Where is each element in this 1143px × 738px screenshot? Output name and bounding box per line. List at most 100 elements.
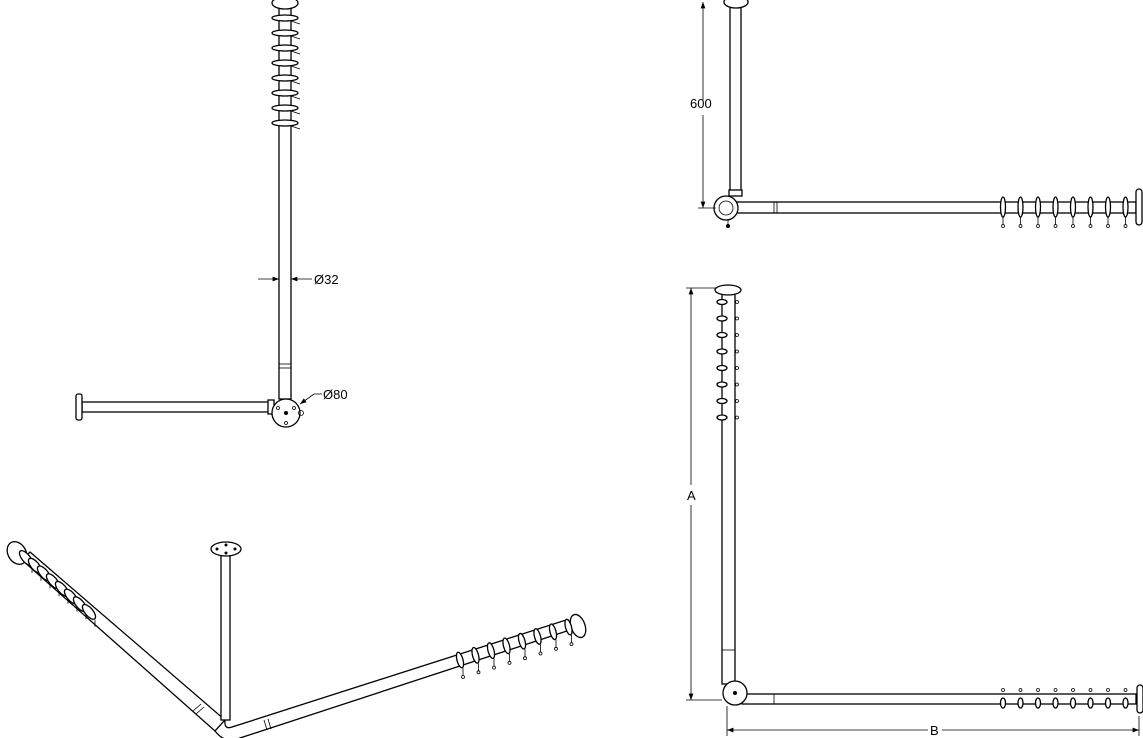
ring-hook (1036, 688, 1040, 692)
curtain-ring (502, 637, 511, 655)
ring-hook-end (492, 665, 496, 670)
curtain-ring (455, 651, 465, 669)
ceiling-flange (271, 0, 299, 10)
curtain-ring (716, 397, 728, 405)
ring-hook (290, 65, 301, 70)
curtain-ring (471, 646, 480, 664)
curtain-rings (271, 14, 301, 130)
curtain-ring (1087, 697, 1094, 709)
curtain-ring (716, 331, 728, 339)
ring-hook-end (1106, 224, 1110, 228)
curtain-ring (271, 89, 299, 97)
ring-hook-end (1018, 224, 1023, 228)
curtain-ring (271, 104, 299, 112)
wall-flange (714, 284, 742, 296)
height-label: 600 (690, 96, 712, 111)
curtain-rings-vertical (716, 298, 739, 421)
ring-hook-end (523, 656, 527, 661)
curtain-ring (716, 414, 728, 421)
ring-hook (290, 50, 301, 55)
ring-hook-end (554, 646, 558, 651)
wall-flange (1135, 188, 1143, 226)
ring-hook-end (1001, 224, 1005, 228)
vertical-pipe (729, 3, 742, 193)
curtain-ring (1052, 697, 1059, 709)
curtain-ring (999, 196, 1007, 218)
curtain-ring (716, 364, 728, 372)
curtain-ring (271, 44, 299, 52)
ring-hook (290, 20, 301, 25)
curtain-ring (1034, 196, 1042, 218)
ceiling-flange (210, 541, 242, 557)
ring-hook (1106, 688, 1110, 692)
ring-hook (735, 366, 739, 370)
curtain-ring (716, 348, 728, 355)
ring-hook (735, 300, 739, 304)
ring-hook (1053, 688, 1058, 692)
curtain-ring (271, 14, 299, 22)
curtain-ring (999, 697, 1007, 709)
curtain-ring (716, 298, 728, 306)
ceiling-flange (723, 0, 749, 9)
curtain-ring (1069, 196, 1077, 218)
ring-hook (735, 333, 739, 337)
curtain-ring (564, 618, 573, 636)
curtain-ring (271, 59, 299, 67)
ring-hook (290, 110, 301, 115)
curtain-rings (18, 549, 574, 679)
curtain-ring (517, 632, 527, 650)
ring-hook (735, 415, 739, 420)
ring-hook-end (538, 651, 543, 656)
ring-hook-end (1088, 224, 1093, 228)
ring-hook-end (507, 661, 512, 665)
ring-hook-end (461, 675, 465, 679)
curtain-ring (271, 119, 299, 127)
curtain-ring (1034, 697, 1042, 709)
wall-flange (1136, 684, 1143, 714)
top-right-view: 600 (690, 0, 1143, 228)
curtain-ring (548, 623, 558, 641)
dimension-a-label: A (687, 488, 696, 503)
ring-hook (735, 316, 739, 321)
curtain-ring (1122, 697, 1129, 709)
curtain-ring (81, 603, 97, 620)
ring-hook (290, 125, 301, 130)
curtain-ring (1104, 697, 1112, 709)
curtain-ring (271, 29, 299, 37)
curtain-rings-horizontal (999, 688, 1129, 709)
curtain-ring (1069, 697, 1077, 709)
horizontal-pipe (741, 693, 1137, 705)
ring-hook (1123, 688, 1128, 692)
ring-hook-end (1053, 224, 1058, 228)
ring-hook-end (569, 642, 574, 646)
curtain-rings (999, 196, 1129, 228)
ring-hook (290, 35, 301, 40)
ring-hook (1018, 688, 1023, 692)
curtain-ring (1052, 196, 1059, 218)
isometric-view (6, 541, 587, 738)
curtain-ring (1087, 196, 1094, 218)
curtain-ring (533, 628, 542, 645)
ring-hook-end (1071, 224, 1075, 228)
elbow (713, 195, 739, 221)
curtain-ring (716, 381, 728, 388)
top-left-view: Ø32 Ø80 (75, 0, 348, 428)
ring-hook (735, 399, 739, 403)
ring-hook (735, 382, 739, 387)
curtain-ring (1017, 196, 1024, 218)
ring-hook (290, 95, 301, 100)
pipe-diameter-label: Ø32 (314, 272, 339, 287)
flange-diameter-label: Ø80 (323, 387, 348, 402)
vertical-pipe (220, 551, 231, 721)
curtain-ring (1017, 697, 1024, 709)
bottom-right-view: A B (686, 284, 1143, 738)
curtain-ring (486, 642, 496, 660)
dimension-b-label: B (930, 723, 939, 738)
ring-hook (1071, 688, 1075, 692)
ring-hook (290, 80, 301, 85)
ring-hook-end (476, 670, 481, 675)
wall-flange (75, 393, 83, 421)
horizontal-pipe (81, 401, 273, 413)
curtain-ring (1104, 196, 1112, 218)
